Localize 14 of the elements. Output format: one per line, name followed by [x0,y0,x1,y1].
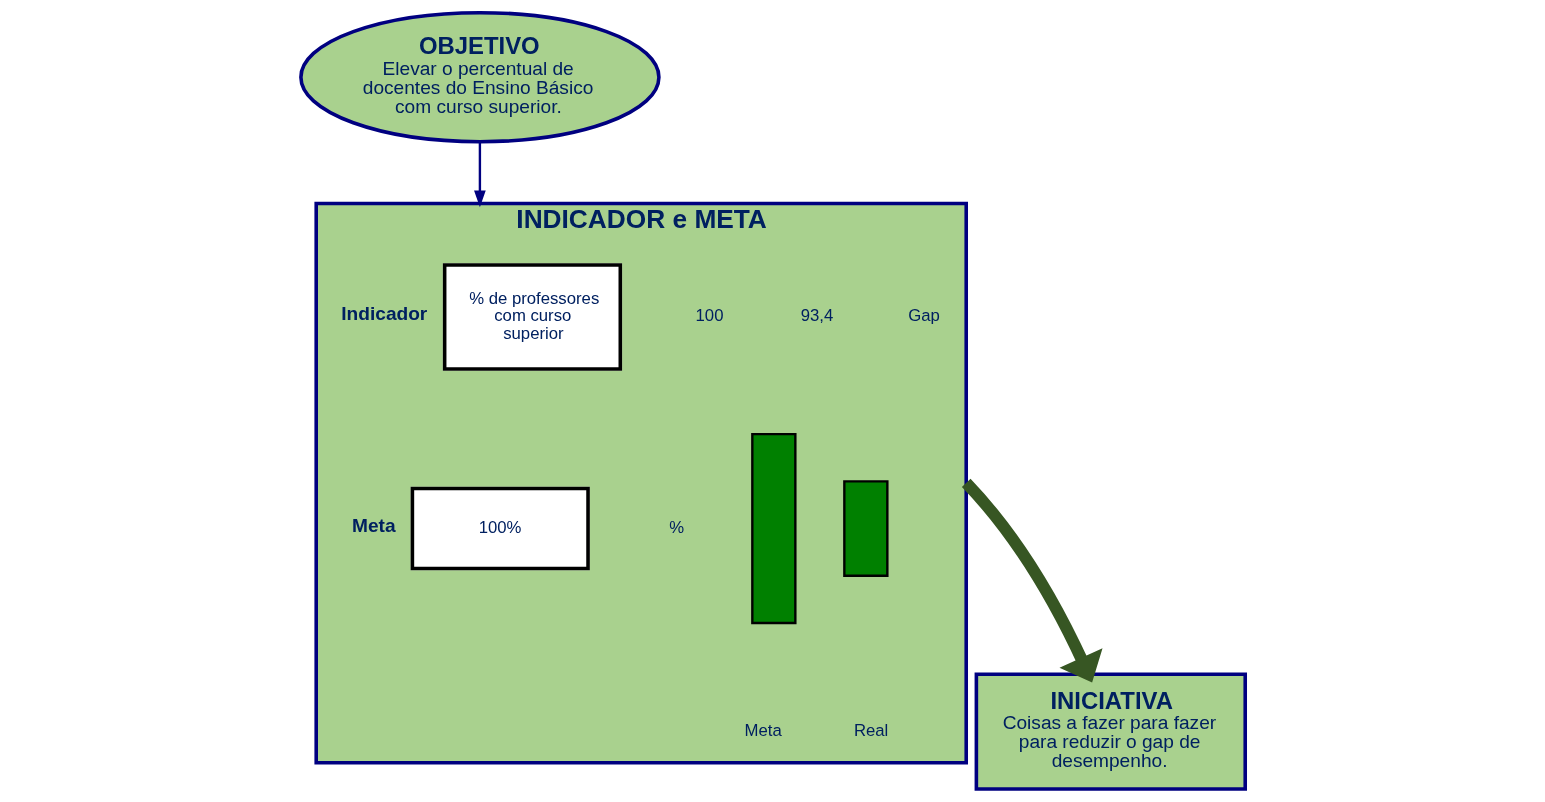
node-bar [750,432,797,625]
node-box: INICIATIVA Coisas a fazer para fazer para reduzir o gap de desempenho. [974,672,1247,791]
label: Meta [744,721,782,741]
label: % [668,517,684,537]
label: Real [853,721,888,741]
node-label: Meta [351,514,396,536]
label: 100 [695,306,723,326]
node-label: Indicador [340,303,427,325]
node-bar [842,480,889,577]
label: 93,4 [800,306,833,326]
node-ellipse: OBJETIVO Elevar o percentual de docentes do Ensino Básico com curso superior. [298,10,661,144]
arrow [473,141,486,208]
arrow [961,478,1103,683]
label: Gap [907,306,940,326]
